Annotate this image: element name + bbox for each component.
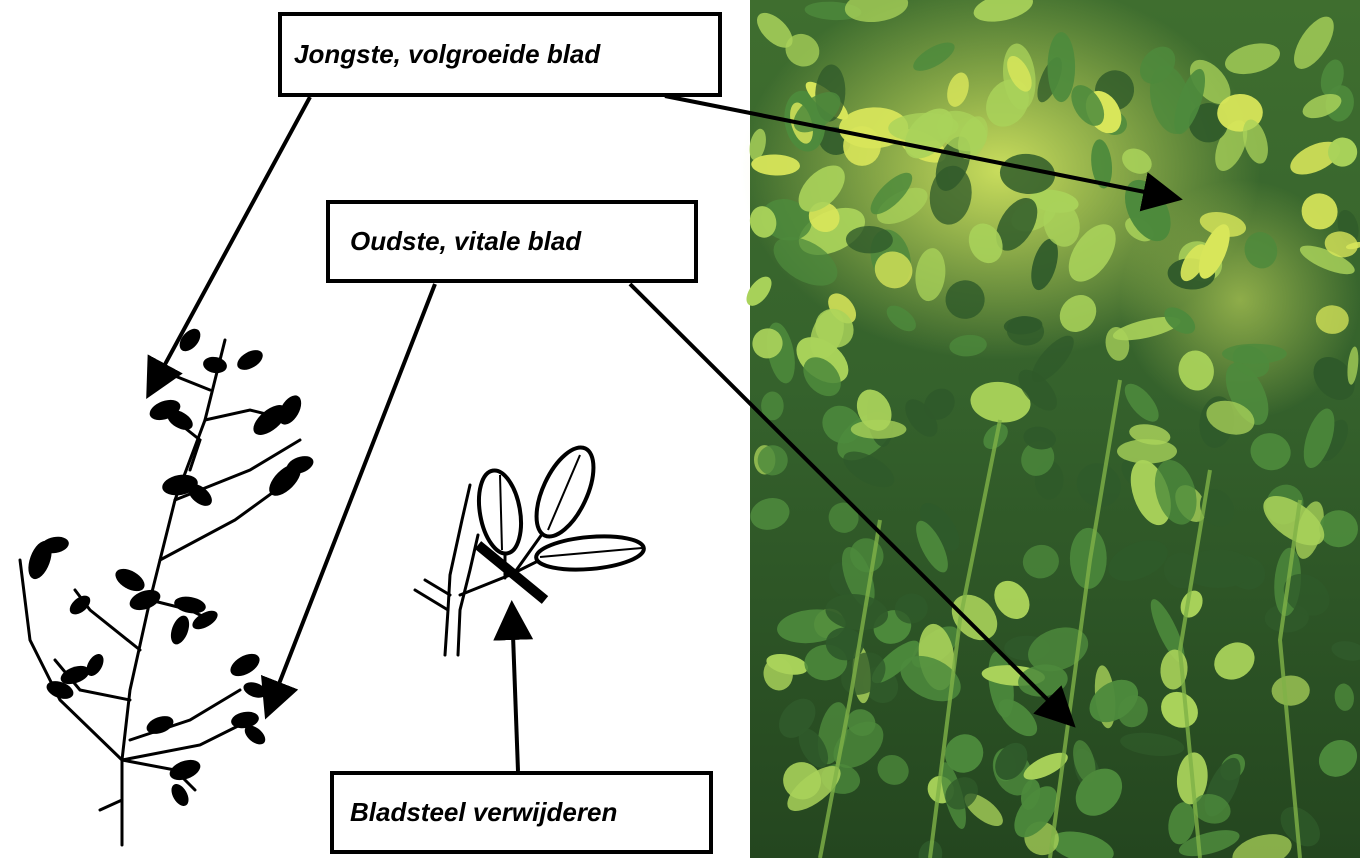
photo-leaf bbox=[1048, 32, 1076, 102]
photo-leaf bbox=[1117, 439, 1177, 463]
photo-leaf bbox=[851, 420, 907, 439]
label-youngest-leaf: Jongste, volgroeide blad bbox=[278, 12, 722, 97]
alfalfa-stem-leaflets bbox=[24, 325, 316, 809]
label-oldest-leaf: Oudste, vitale blad bbox=[326, 200, 698, 283]
trifoliate-leaf-drawing bbox=[415, 439, 645, 655]
arrow-youngest-leaf-drawing bbox=[150, 97, 310, 392]
arrow-oldest-leaf-drawing bbox=[268, 284, 435, 712]
label-remove-petiole: Bladsteel verwijderen bbox=[330, 771, 713, 854]
arrow-remove-petiole bbox=[512, 608, 518, 771]
photo-leaf bbox=[1222, 344, 1287, 364]
